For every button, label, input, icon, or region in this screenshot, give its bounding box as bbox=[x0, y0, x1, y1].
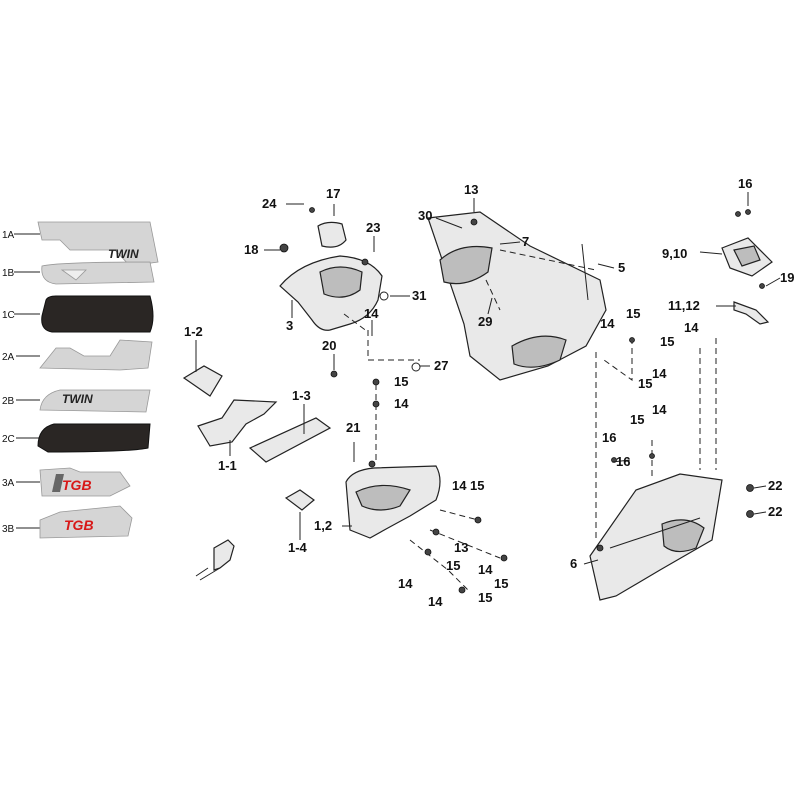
decal-label-3b: 3B bbox=[2, 524, 15, 535]
decal-1c: 1C bbox=[2, 295, 154, 333]
leader-lines bbox=[195, 192, 781, 565]
part-6-floor-lower bbox=[589, 473, 723, 601]
part-3-shroud bbox=[279, 221, 389, 331]
part-5-floor-upper bbox=[427, 211, 607, 381]
callout-15c: 15 bbox=[446, 558, 460, 573]
callout-22a: 22 bbox=[768, 478, 782, 493]
part-1-3-panel bbox=[248, 417, 332, 463]
decal-1b: 1B bbox=[2, 261, 155, 285]
callout-16c: 16 bbox=[616, 454, 630, 469]
decal-2a: 2A bbox=[2, 339, 153, 371]
callout-18: 18 bbox=[244, 242, 258, 257]
callout-23: 23 bbox=[366, 220, 380, 235]
callout-14g: 14 bbox=[600, 316, 615, 331]
callout-14h: 14 bbox=[684, 320, 699, 335]
callout-13: 13 bbox=[464, 182, 478, 197]
decal-label-1b: 1B bbox=[2, 268, 15, 279]
callout-3: 3 bbox=[286, 318, 293, 333]
callout-15i: 15 bbox=[630, 412, 644, 427]
callout-16a: 16 bbox=[738, 176, 752, 191]
callout-16b: 16 bbox=[602, 430, 616, 445]
callout-7: 7 bbox=[522, 234, 529, 249]
callouts: 24 17 23 18 3 31 14 20 27 1-2 1-3 1-1 15… bbox=[184, 176, 794, 609]
part-11-12-bracket bbox=[733, 301, 770, 325]
decal-label-1c: 1C bbox=[2, 310, 15, 321]
decal-2b: 2B TWIN bbox=[2, 389, 151, 413]
callout-14e: 14 bbox=[398, 576, 413, 591]
decal-3a: 3A TGB bbox=[2, 467, 131, 497]
decal-3b: 3B TGB bbox=[2, 505, 133, 539]
decal-text-3a: TGB bbox=[62, 477, 92, 493]
callout-14b: 14 bbox=[394, 396, 409, 411]
callout-29: 29 bbox=[478, 314, 492, 329]
callout-15e: 15 bbox=[478, 590, 492, 605]
callout-19: 19 bbox=[780, 270, 794, 285]
decal-text-2b: TWIN bbox=[62, 392, 93, 406]
callout-24: 24 bbox=[262, 196, 277, 211]
callout-20: 20 bbox=[322, 338, 336, 353]
callout-1-1: 1-1 bbox=[218, 458, 237, 473]
callout-15h: 15 bbox=[638, 376, 652, 391]
callout-17: 17 bbox=[326, 186, 340, 201]
callout-1-2: 1-2 bbox=[184, 324, 203, 339]
part-1-2-panel bbox=[182, 365, 223, 397]
decal-text-1a: TWIN bbox=[108, 247, 139, 261]
fasteners bbox=[279, 207, 765, 594]
decal-label-2c: 2C bbox=[2, 434, 15, 445]
decal-2c: 2C bbox=[2, 423, 151, 453]
callout-1-2b: 1,2 bbox=[314, 518, 332, 533]
callout-1-4: 1-4 bbox=[288, 540, 308, 555]
part-9-10-bracket bbox=[721, 209, 773, 277]
decal-label-3a: 3A bbox=[2, 478, 15, 489]
callout-15g: 15 bbox=[660, 334, 674, 349]
callout-11-12: 11,12 bbox=[668, 298, 700, 313]
callout-15d: 15 bbox=[494, 576, 508, 591]
callout-9-10: 9,10 bbox=[662, 246, 687, 261]
callout-31: 31 bbox=[412, 288, 426, 303]
callout-21: 21 bbox=[346, 420, 360, 435]
callout-14c: 14 bbox=[452, 478, 467, 493]
callout-14a: 14 bbox=[364, 306, 379, 321]
decal-label-2a: 2A bbox=[2, 352, 15, 363]
callout-15a: 15 bbox=[394, 374, 408, 389]
assembly-lines bbox=[343, 249, 717, 591]
decal-label-1a: 1A bbox=[2, 230, 15, 241]
callout-5: 5 bbox=[618, 260, 625, 275]
callout-27: 27 bbox=[434, 358, 448, 373]
callout-14f: 14 bbox=[428, 594, 443, 609]
decal-text-3b: TGB bbox=[64, 517, 94, 533]
callout-14i: 14 bbox=[652, 366, 667, 381]
decal-label-2b: 2B bbox=[2, 396, 15, 407]
callout-14j: 14 bbox=[652, 402, 667, 417]
bracket-part bbox=[195, 539, 235, 581]
decal-1a: 1A TWIN bbox=[2, 221, 159, 267]
part-1-1-panel bbox=[197, 399, 278, 447]
callout-30: 30 bbox=[418, 208, 432, 223]
callout-15b: 15 bbox=[470, 478, 484, 493]
callout-6: 6 bbox=[570, 556, 577, 571]
callout-14d: 14 bbox=[478, 562, 493, 577]
callout-22b: 22 bbox=[768, 504, 782, 519]
callout-13b: 13 bbox=[454, 540, 468, 555]
callout-15f: 15 bbox=[626, 306, 640, 321]
part-1-2-cover bbox=[345, 460, 441, 539]
callout-1-3: 1-3 bbox=[292, 388, 311, 403]
part-1-4-panel bbox=[284, 489, 315, 511]
